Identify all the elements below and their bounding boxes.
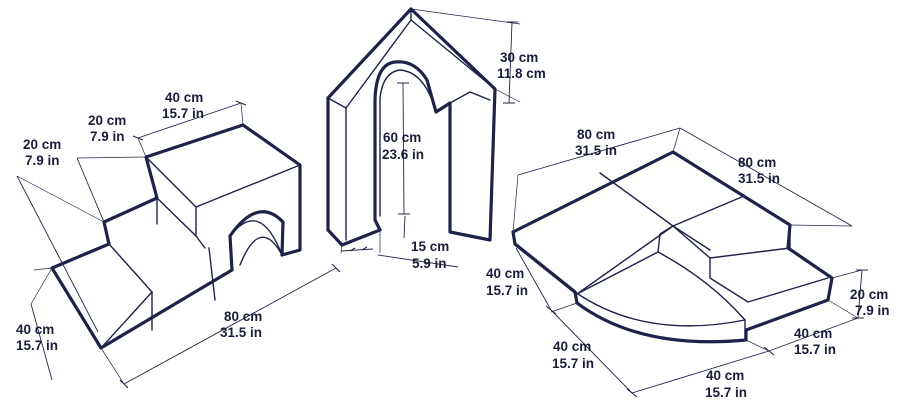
- arch-piece: [326, 7, 521, 268]
- steps-tunnel-piece: [16, 100, 341, 389]
- steps-top-depth-in: 15.7 in: [162, 106, 204, 121]
- steps-step-depth-cm: 20 cm: [88, 113, 126, 128]
- steps-top-depth-cm: 40 cm: [165, 90, 203, 105]
- steps-length-in: 31.5 in: [220, 325, 262, 340]
- mat-side-b-cm: 80 cm: [738, 155, 776, 170]
- mat-side-a-cm: 80 cm: [577, 127, 615, 142]
- mat-step-height-in: 7.9 in: [855, 303, 890, 318]
- mat-thickness-in: 15.7 in: [486, 283, 528, 298]
- mat-step-depth-cm: 40 cm: [794, 326, 832, 341]
- mat-quarter-radius-2-in: 15.7 in: [705, 385, 747, 400]
- mat-quarter-radius-1-in: 15.7 in: [552, 356, 594, 371]
- steps-width-in: 15.7 in: [16, 338, 58, 353]
- arch-dimension-labels: 30 cm 11.8 cm 60 cm 23.6 in 15 cm 5.9 in: [382, 50, 546, 271]
- arch-roof-height-in: 11.8 cm: [497, 66, 546, 81]
- steps-width-cm: 40 cm: [16, 322, 54, 337]
- arch-opening-height-in: 23.6 in: [382, 147, 424, 162]
- steps-dimension-labels: 20 cm 7.9 in 20 cm 7.9 in 40 cm 15.7 in …: [16, 90, 262, 353]
- arch-roof-height-cm: 30 cm: [500, 50, 538, 65]
- steps-step-height-in: 7.9 in: [25, 153, 60, 168]
- steps-length-cm: 80 cm: [224, 309, 262, 324]
- mat-step-depth-in: 15.7 in: [794, 342, 836, 357]
- arch-opening-height-cm: 60 cm: [383, 130, 421, 145]
- mat-side-a-in: 31.5 in: [575, 143, 617, 158]
- mat-step-height-cm: 20 cm: [850, 287, 888, 302]
- mat-quarter-radius-2-cm: 40 cm: [706, 368, 744, 383]
- mat-piece: [511, 127, 868, 398]
- arch-wall-thickness-cm: 15 cm: [411, 239, 449, 254]
- arch-wall-thickness-in: 5.9 in: [412, 256, 447, 271]
- steps-step-height-cm: 20 cm: [23, 137, 61, 152]
- mat-quarter-radius-1-cm: 40 cm: [553, 339, 591, 354]
- mat-thickness-cm: 40 cm: [486, 266, 524, 281]
- mat-dimension-labels: 80 cm 31.5 in 80 cm 31.5 in 40 cm 15.7 i…: [486, 127, 890, 400]
- steps-step-depth-in: 7.9 in: [90, 129, 125, 144]
- mat-side-b-in: 31.5 in: [738, 171, 780, 186]
